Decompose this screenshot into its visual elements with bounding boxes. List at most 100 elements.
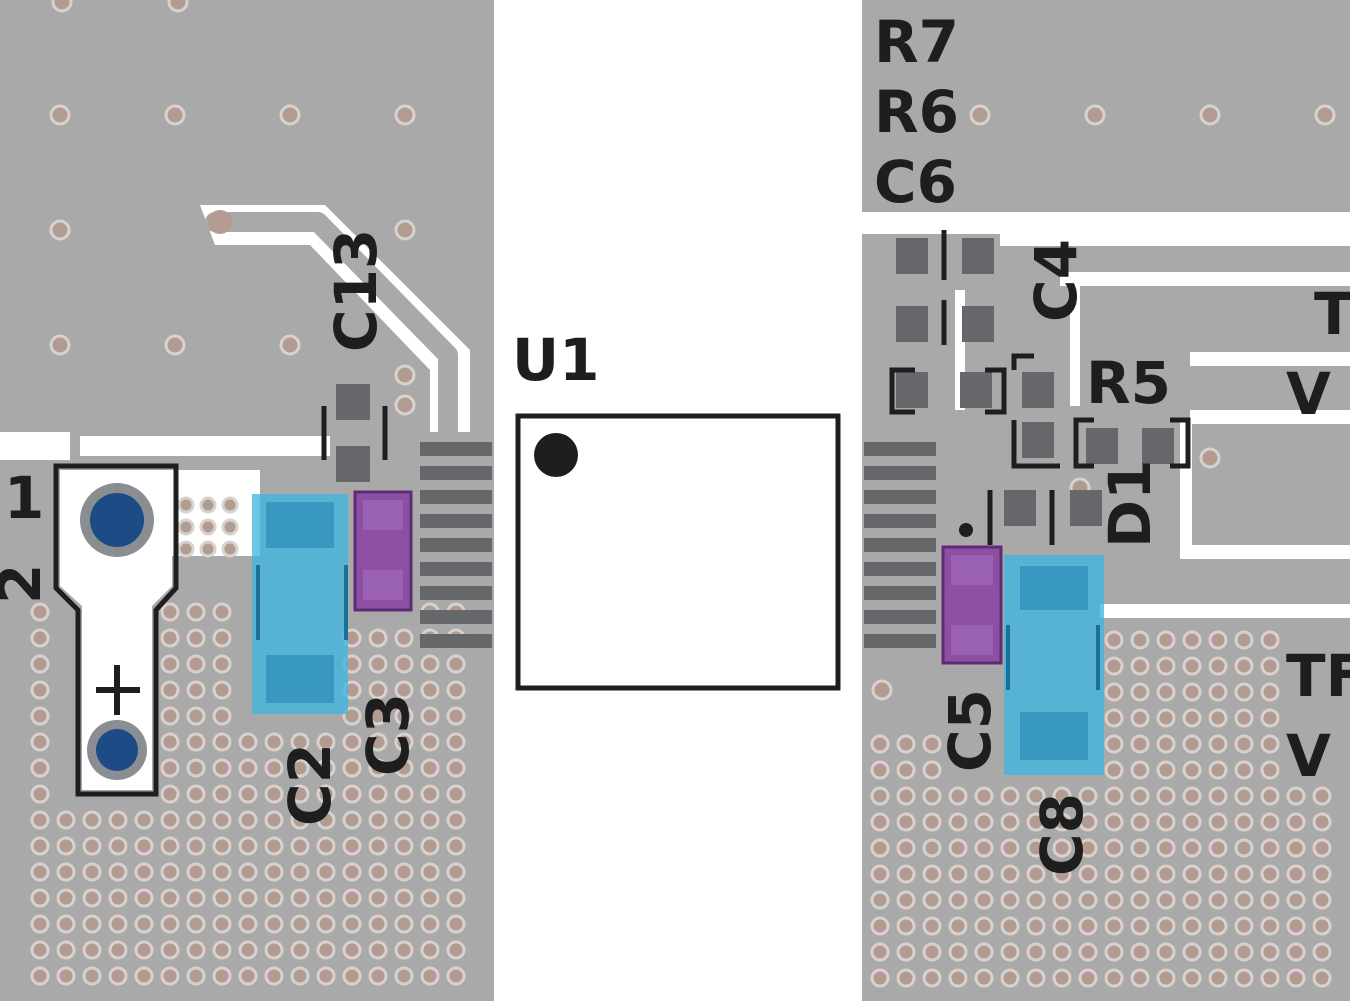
via [82, 810, 102, 830]
via [1130, 916, 1150, 936]
via [1156, 890, 1176, 910]
via [394, 706, 414, 726]
label-c3: C3 [354, 693, 422, 776]
via [177, 540, 195, 558]
via [948, 916, 968, 936]
via [1130, 786, 1150, 806]
via [212, 784, 232, 804]
via [238, 888, 258, 908]
via [1182, 734, 1202, 754]
via [164, 104, 186, 126]
via [1312, 838, 1332, 858]
via [1286, 968, 1306, 988]
via [1104, 760, 1124, 780]
via [1286, 838, 1306, 858]
via [212, 836, 232, 856]
via [420, 758, 440, 778]
label-c5: C5 [936, 689, 1004, 772]
via [164, 334, 186, 356]
q-bracket-left [889, 367, 915, 415]
u1-pad-right [864, 586, 936, 600]
via [1156, 968, 1176, 988]
via [948, 864, 968, 884]
via [342, 966, 362, 986]
via [1182, 656, 1202, 676]
via [30, 784, 50, 804]
via [160, 602, 180, 622]
via [82, 836, 102, 856]
copper-pour-right [862, 0, 1350, 1001]
via [1130, 682, 1150, 702]
via [342, 836, 362, 856]
via [368, 836, 388, 856]
clearance-input-row [165, 470, 260, 556]
via [186, 914, 206, 934]
via [446, 706, 466, 726]
via [264, 940, 284, 960]
via [221, 540, 239, 558]
via [1208, 942, 1228, 962]
u1-pad-left [420, 466, 492, 480]
via [1234, 630, 1254, 650]
via [394, 394, 416, 416]
via [394, 862, 414, 882]
via [1234, 812, 1254, 832]
via [30, 758, 50, 778]
via [1312, 786, 1332, 806]
via [420, 810, 440, 830]
via [394, 104, 416, 126]
via [1286, 786, 1306, 806]
smd-pad [962, 306, 994, 342]
via [1260, 708, 1280, 728]
via [1260, 890, 1280, 910]
via [922, 890, 942, 910]
via [56, 940, 76, 960]
via [30, 602, 50, 622]
via [1156, 760, 1176, 780]
via [160, 784, 180, 804]
via [1156, 942, 1176, 962]
via [394, 364, 416, 386]
via [212, 654, 232, 674]
via [1052, 864, 1072, 884]
via [922, 864, 942, 884]
via [238, 862, 258, 882]
via [342, 914, 362, 934]
via [1208, 656, 1228, 676]
via [290, 810, 310, 830]
via [446, 654, 466, 674]
via [1260, 760, 1280, 780]
via [1208, 708, 1228, 728]
via [342, 940, 362, 960]
via [1104, 942, 1124, 962]
label-right-top-1: T [1314, 280, 1350, 348]
via [1130, 656, 1150, 676]
via [290, 836, 310, 856]
via [1156, 656, 1176, 676]
clearance-right-row-5 [1180, 545, 1350, 559]
via [1234, 864, 1254, 884]
via [1312, 968, 1332, 988]
via [1104, 838, 1124, 858]
q-bracket-right [985, 367, 1007, 415]
via [1000, 942, 1020, 962]
via [264, 732, 284, 752]
clearance-right-row-4 [1190, 410, 1350, 424]
via [1104, 916, 1124, 936]
clearance-trace-left [0, 432, 330, 460]
via [870, 968, 890, 988]
via [30, 836, 50, 856]
via [870, 812, 890, 832]
via [394, 966, 414, 986]
smd-pad [1086, 428, 1118, 464]
via [420, 966, 440, 986]
via [290, 888, 310, 908]
via [316, 784, 336, 804]
via [1182, 838, 1202, 858]
via [922, 838, 942, 858]
u1-pad-left [420, 610, 492, 624]
via [160, 914, 180, 934]
via [1286, 812, 1306, 832]
u1-pad-left [420, 514, 492, 528]
